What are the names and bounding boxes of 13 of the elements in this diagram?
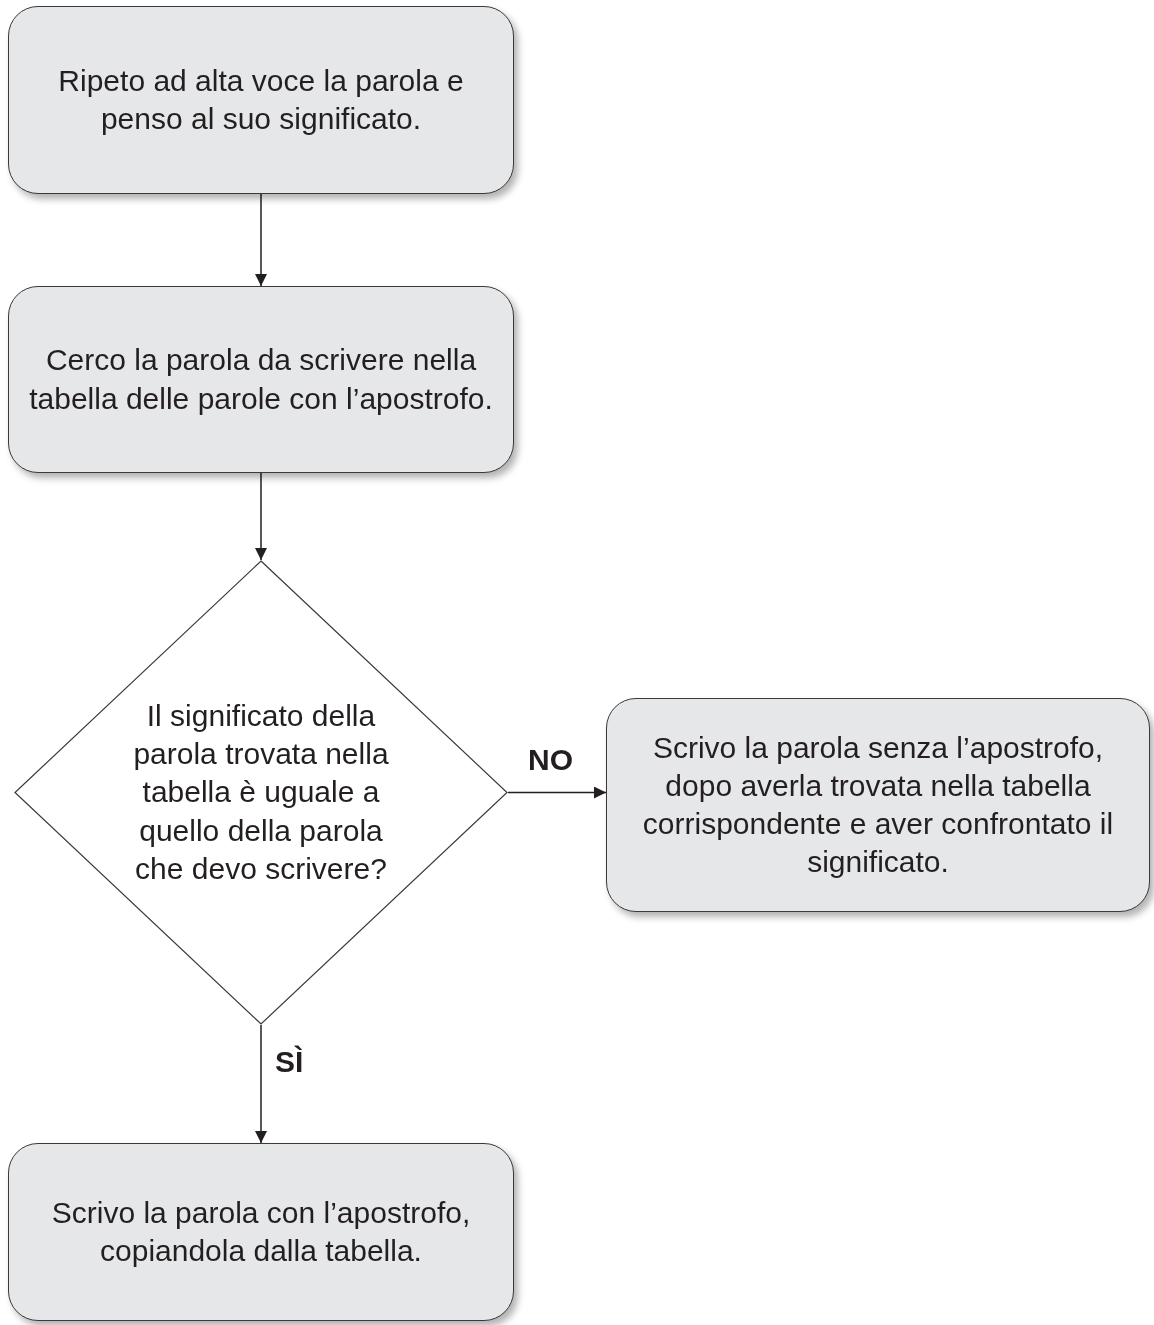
- process-box: [606, 698, 1150, 912]
- arrow: [507, 786, 607, 799]
- node-text: Il significato della parola trovata nella tabella è uguale a quello della parola che devo scrivere?: [132, 698, 390, 887]
- node-text: Scrivo la parola con l’apostrofo, copiandola dalla tabella.: [50, 1194, 472, 1269]
- node-text: Cerco la parola da scrivere nella tabella delle parole con l’apostrofo.: [28, 342, 494, 417]
- arrow: [255, 1024, 267, 1144]
- process-box: [8, 1143, 514, 1321]
- node-text: Ripeto ad alta voce la parola e penso al suo significato.: [57, 62, 465, 137]
- process-box: [8, 286, 514, 473]
- arrow: [255, 472, 267, 561]
- arrow: [255, 193, 267, 287]
- node-text: Scrivo la parola senza l’apostrofo, dopo averla trovata nella tabella corrispondente e aver confrontato il significato.: [641, 729, 1115, 881]
- process-box: [8, 6, 514, 194]
